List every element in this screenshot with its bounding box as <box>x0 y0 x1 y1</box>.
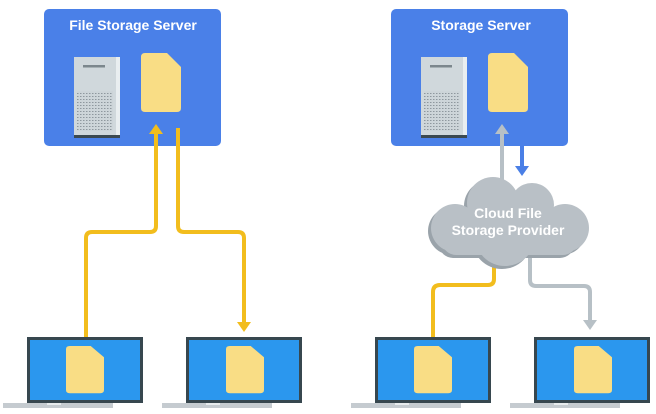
download-arrow <box>176 128 246 324</box>
storage-server-title: Storage Server <box>431 17 531 33</box>
cloud-provider-label-line2: Storage Provider <box>452 222 565 238</box>
file-icon <box>574 346 612 394</box>
file-icon <box>66 346 104 394</box>
file-icon <box>141 53 181 112</box>
cloud-to-server-arrowhead-icon <box>495 124 509 134</box>
upload-arrow <box>84 132 158 337</box>
file-icon <box>488 53 528 112</box>
client-download-arrowhead-icon <box>583 320 597 330</box>
file-icon <box>414 346 452 394</box>
cloud-provider-label-line1: Cloud File <box>474 205 542 221</box>
left-panel: File Storage Server <box>3 9 302 408</box>
server-to-cloud-arrowhead-icon <box>515 166 529 176</box>
download-arrowhead-icon <box>237 322 251 332</box>
client-upload-arrow <box>431 258 496 337</box>
file-storage-server-title: File Storage Server <box>69 17 197 33</box>
upload-arrowhead-icon <box>149 124 163 134</box>
server-tower-icon <box>421 57 467 138</box>
file-icon <box>226 346 264 394</box>
cloud-icon <box>428 177 589 269</box>
server-tower-icon <box>74 57 120 138</box>
client-download-arrow <box>528 258 592 322</box>
right-panel: Storage Server Cloud File Storage Provid… <box>351 9 650 408</box>
